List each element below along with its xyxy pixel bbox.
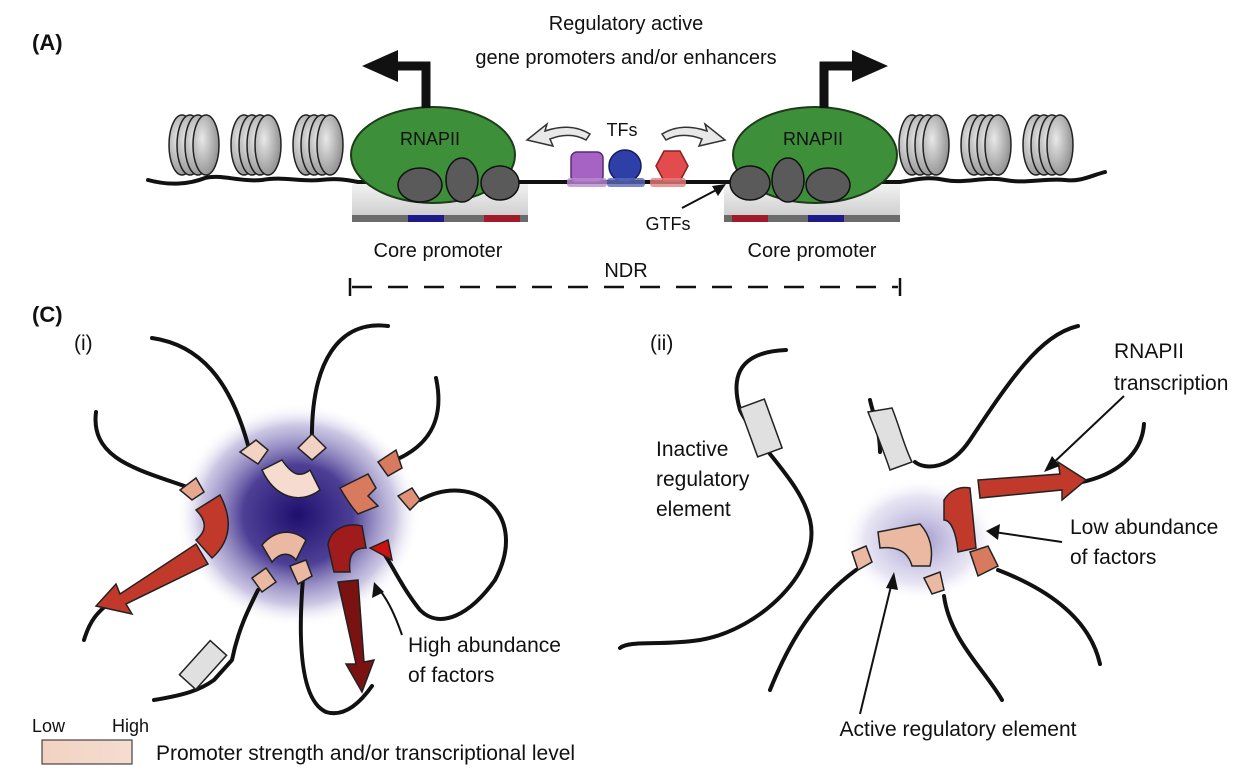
cluster-low bbox=[618, 324, 1146, 702]
chromatin-loop bbox=[942, 594, 1004, 702]
high-abundance-line2: of factors bbox=[408, 664, 494, 687]
gtfs-pointer-icon bbox=[712, 184, 726, 196]
inactive-element bbox=[178, 639, 228, 691]
tfs-label: TFs bbox=[607, 120, 638, 140]
nucleosome-icon bbox=[1022, 114, 1074, 176]
transcription-arrow-icon bbox=[94, 542, 210, 616]
transcription-arrow-icon bbox=[337, 579, 376, 694]
core-promoter-right-label: Core promoter bbox=[748, 240, 877, 262]
factor-cloud-dense bbox=[176, 403, 420, 627]
legend-description: Promoter strength and/or transcriptional… bbox=[156, 742, 575, 765]
nucleosome-icon bbox=[230, 114, 282, 176]
inactive-line1: Inactive bbox=[656, 438, 728, 461]
promoter-arrow-icon bbox=[238, 439, 270, 466]
panel-c: (C) (i) (ii) bbox=[32, 302, 1228, 741]
cluster-high bbox=[82, 323, 508, 716]
tf-blue-circle-icon bbox=[607, 149, 645, 187]
panel-c-i-label: (i) bbox=[74, 332, 93, 355]
promoter-arrow-icon bbox=[922, 570, 945, 595]
promoter-arrow-icon bbox=[296, 432, 328, 461]
nucleosome-icon bbox=[898, 114, 950, 176]
core-promoter-left-label: Core promoter bbox=[374, 240, 503, 262]
ndr-label: NDR bbox=[604, 260, 647, 282]
legend: Low High Promoter strength and/or transc… bbox=[32, 716, 575, 765]
tf-purple-square-icon bbox=[567, 151, 607, 187]
panel-a: (A) Regulatory active gene promoters and… bbox=[32, 13, 1107, 296]
high-abundance-line1: High abundance bbox=[408, 634, 561, 657]
rnapii-transcription-line1: RNAPII bbox=[1114, 340, 1184, 363]
chromatin-loop bbox=[82, 602, 110, 642]
panel-a-label: (A) bbox=[32, 30, 63, 55]
panel-a-title-line2: gene promoters and/or enhancers bbox=[475, 47, 776, 69]
inactive-promoter-icon bbox=[866, 407, 914, 471]
panel-c-ii-label: (ii) bbox=[650, 332, 673, 355]
low-abundance-line2: of factors bbox=[1070, 546, 1156, 569]
promoter-arrow-icon bbox=[969, 545, 1000, 578]
low-abundance-line1: Low abundance bbox=[1070, 516, 1218, 539]
promoter-arrow-icon bbox=[943, 486, 977, 553]
rnapii-transcription-pointer bbox=[1049, 395, 1125, 467]
chromatin-loop bbox=[309, 323, 390, 447]
active-element-label: Active regulatory element bbox=[840, 718, 1077, 741]
tf-red-hexagon-icon bbox=[650, 150, 689, 187]
tf-arrow-right-icon bbox=[660, 121, 727, 148]
promoter-arrow-icon bbox=[877, 523, 933, 567]
pointer-head-icon bbox=[886, 572, 898, 590]
pointer-head-icon bbox=[372, 582, 384, 598]
chromatin-loop bbox=[152, 588, 260, 702]
promoter-arrow-icon bbox=[194, 493, 229, 560]
promoter-arrow-icon bbox=[261, 459, 321, 499]
gtfs-label: GTFs bbox=[646, 214, 691, 234]
panel-a-title-line1: Regulatory active bbox=[549, 13, 704, 35]
rnapii-left: RNAPII bbox=[350, 106, 520, 204]
nucleosome-icon bbox=[168, 114, 220, 176]
chromatin-loop bbox=[150, 336, 250, 447]
promoter-arrow-icon bbox=[396, 487, 421, 512]
legend-swatch bbox=[41, 739, 133, 765]
chromatin-loop bbox=[913, 324, 1080, 469]
legend-high: High bbox=[112, 716, 149, 736]
panel-c-label: (C) bbox=[32, 302, 63, 327]
nucleosome-icon bbox=[292, 114, 344, 176]
transcription-arrow-right-icon bbox=[819, 50, 888, 108]
pointer-head-icon bbox=[986, 524, 1000, 540]
rnapii-right: RNAPII bbox=[729, 106, 898, 204]
nucleosome-icon bbox=[960, 114, 1012, 176]
promoter-arrow-icon bbox=[288, 559, 313, 586]
transcription-arrow-left-icon bbox=[362, 50, 431, 108]
promoter-arrow-icon bbox=[250, 566, 278, 594]
active-element-pointer bbox=[859, 581, 893, 715]
promoter-arrow-icon bbox=[338, 473, 380, 515]
rnapii-transcription-line2: transcription bbox=[1114, 372, 1228, 395]
promoter-arrow-icon bbox=[327, 524, 367, 573]
chromatin-loop bbox=[768, 568, 858, 692]
promoter-arrow-icon bbox=[178, 476, 205, 501]
promoter-arrow-icon bbox=[376, 448, 403, 477]
inactive-line3: element bbox=[656, 498, 731, 521]
low-abundance-pointer bbox=[993, 531, 1063, 543]
legend-low: Low bbox=[32, 716, 66, 736]
inactive-line2: regulatory bbox=[656, 468, 750, 491]
chromatin-loop bbox=[996, 568, 1102, 666]
chromatin-loop bbox=[618, 348, 814, 650]
rnapii-left-label: RNAPII bbox=[400, 129, 460, 149]
pointer-head-icon bbox=[1044, 456, 1060, 472]
promoter-arrow-icon bbox=[261, 531, 307, 564]
chromatin-loop bbox=[378, 488, 508, 621]
rnapii-right-label: RNAPII bbox=[783, 129, 843, 149]
chromatin-loop bbox=[298, 576, 374, 716]
promoter-arrow-icon bbox=[851, 545, 873, 572]
tf-arrow-left-icon bbox=[525, 121, 592, 148]
ndr-span bbox=[348, 278, 902, 296]
inactive-element bbox=[738, 398, 784, 458]
chromatin-loop bbox=[1080, 422, 1146, 484]
chromatin-loop bbox=[93, 410, 192, 490]
promoter-arrow-icon bbox=[368, 538, 394, 562]
transcription-arrow-icon bbox=[977, 460, 1088, 502]
